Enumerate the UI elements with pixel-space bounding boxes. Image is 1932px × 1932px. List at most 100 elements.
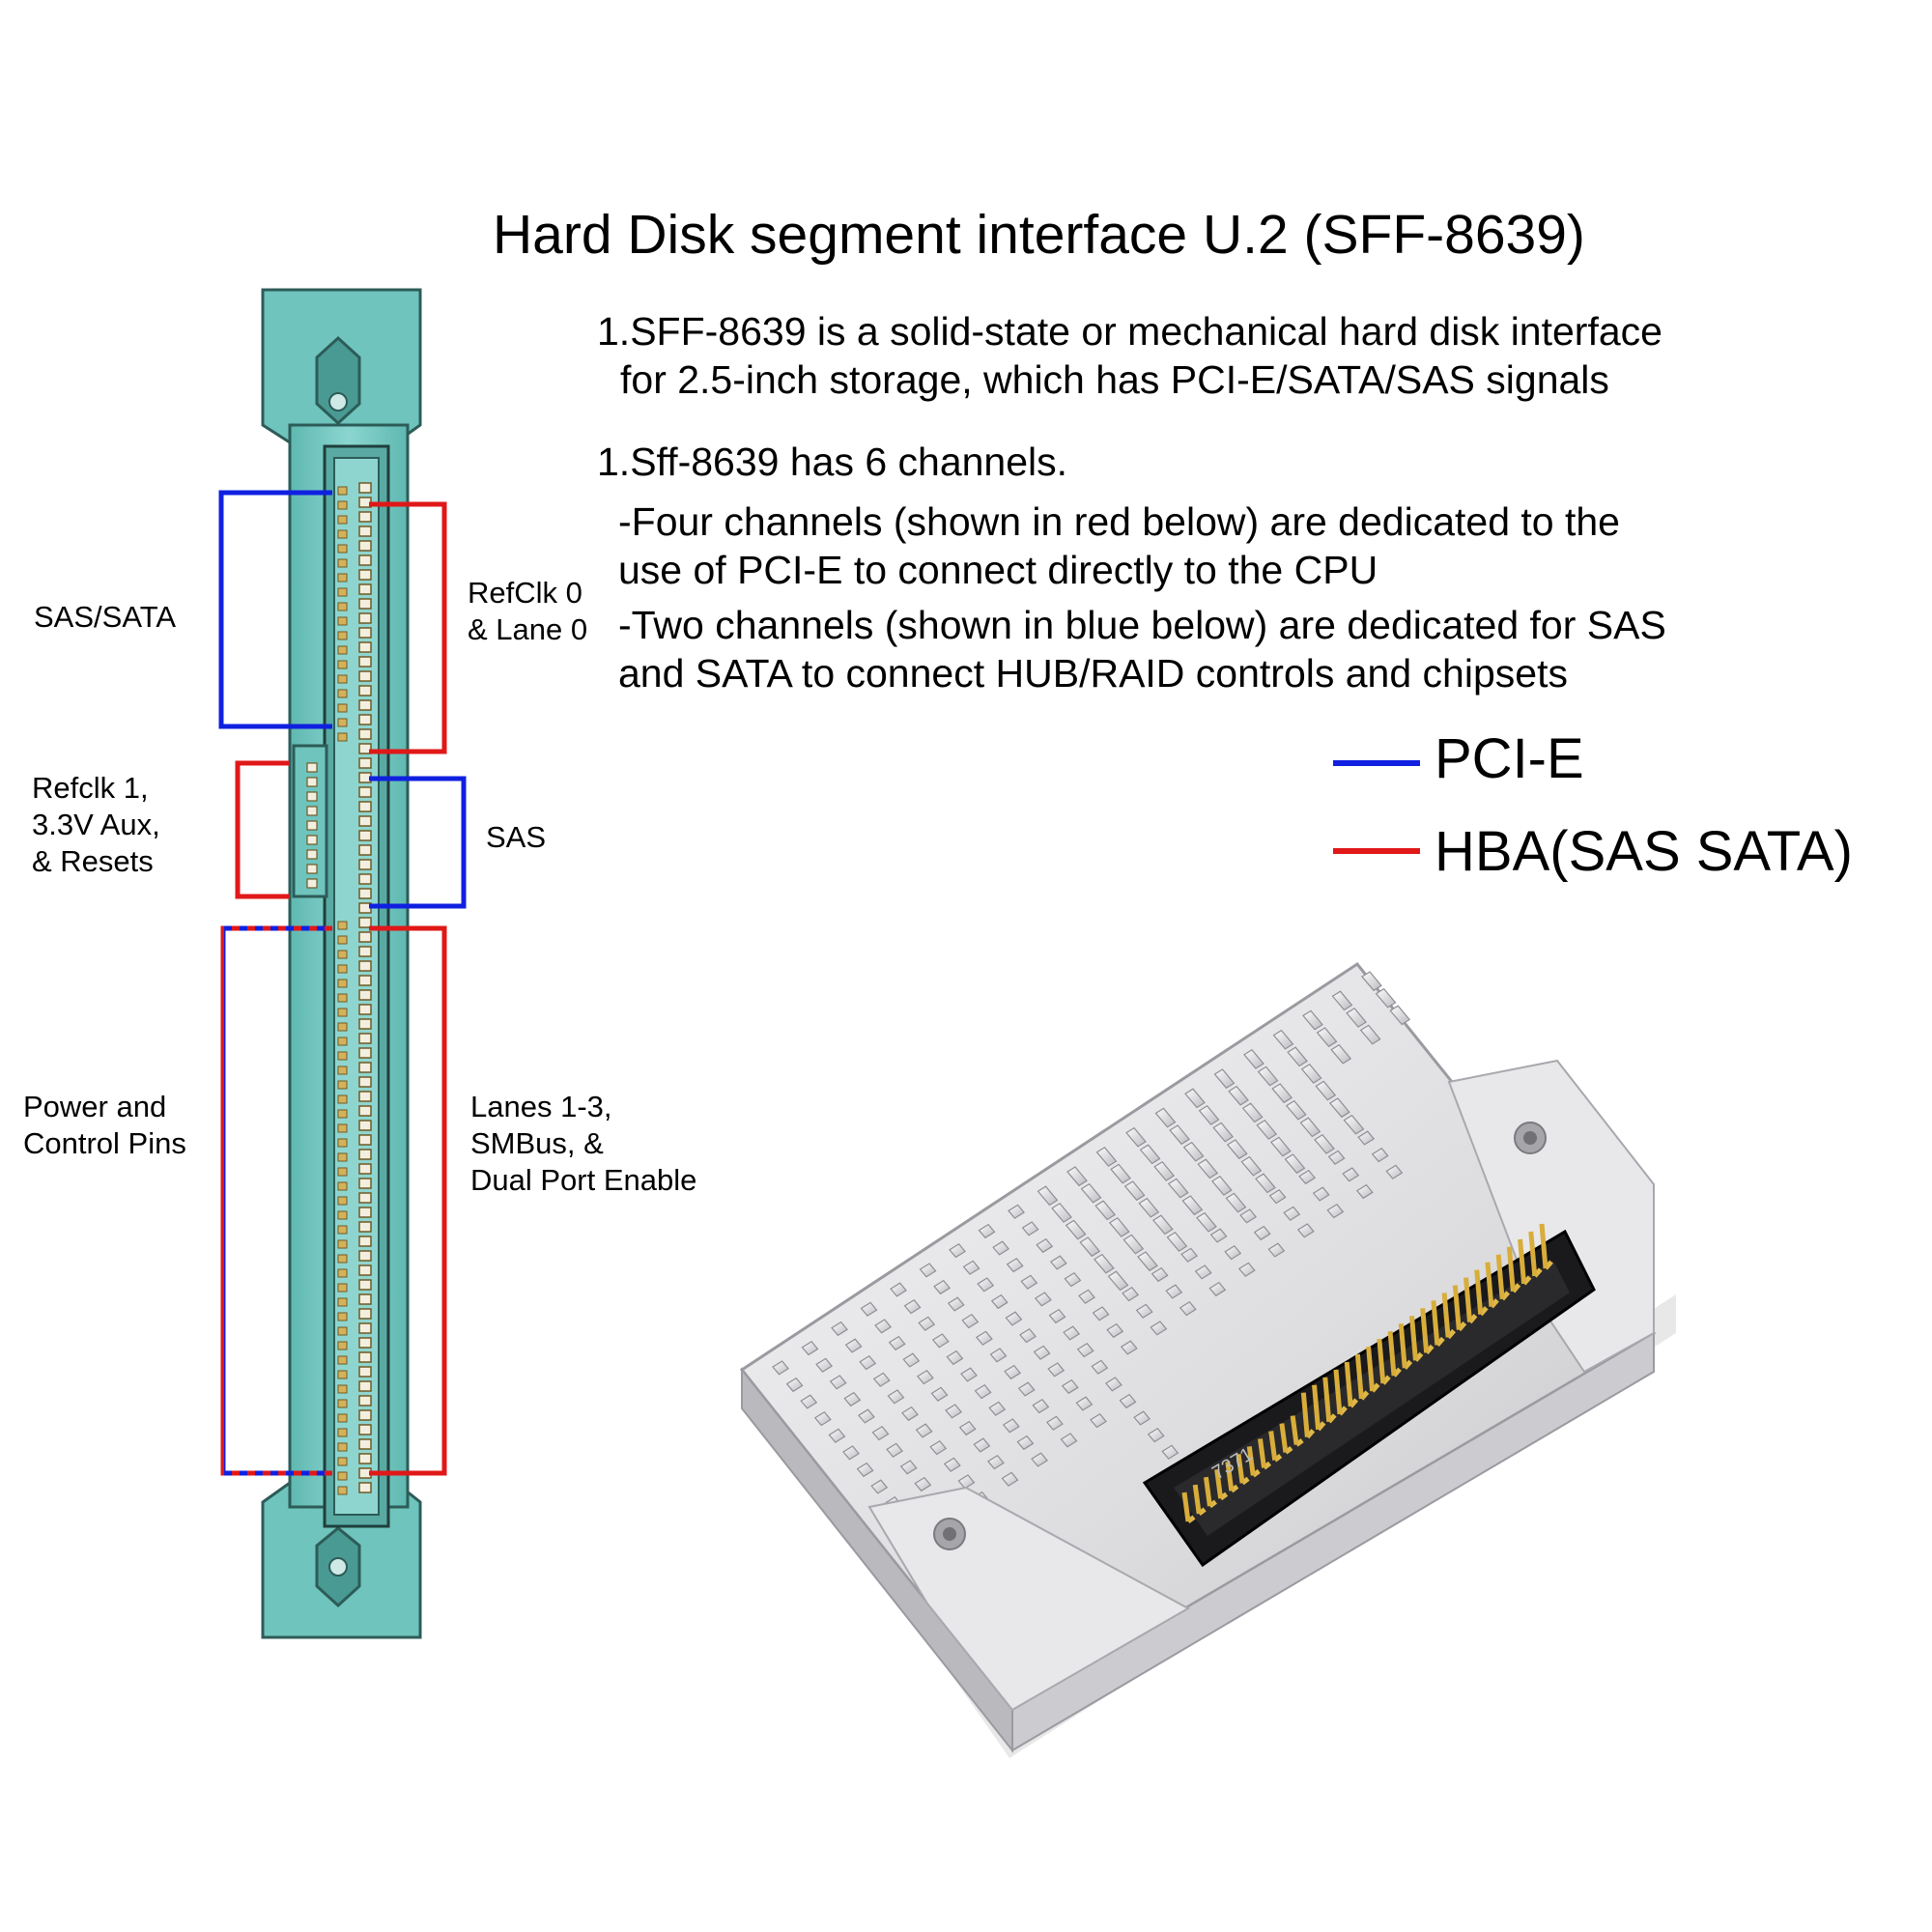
pin-right [358,844,372,856]
drive-pin-contact [1181,1492,1191,1522]
label-power-control-pins: Power and Control Pins [23,1090,186,1160]
heatsink-fin [888,1335,906,1351]
heatsink-fin [1181,1195,1204,1216]
pin-right [358,786,372,798]
heatsink-fin [886,1442,904,1458]
heatsink-fin [1063,1325,1081,1341]
pin-left [337,1413,348,1423]
heatsink-fin [1033,1345,1051,1360]
pin-right [358,583,372,595]
drive-pin-contact [1506,1246,1516,1293]
bracket-sas [369,776,467,909]
pin-key [306,878,318,889]
heatsink-fin [1361,971,1382,992]
heatsink-fin [1123,1180,1146,1202]
heatsink-fin [1197,1158,1219,1179]
pin-right [358,1322,372,1334]
heatsink-fin [1036,1237,1054,1254]
pin-right [358,1293,372,1305]
heatsink-fin [1355,1183,1374,1200]
pin-key [306,762,318,773]
drive-pin-contact [1377,1338,1386,1384]
drive-pin-contact [1463,1277,1473,1322]
description-red-channels: -Four channels (shown in red below) are … [618,497,1620,594]
label-refclk0-lane0: RefClk 0 & Lane 0 [468,576,588,646]
pin-key [306,864,318,874]
heatsink-fin [1208,1281,1227,1297]
drive-pin-contact [1258,1438,1266,1468]
pin-left [337,964,348,974]
pin-right [358,1366,372,1378]
heatsink-fin [1371,1148,1389,1163]
heatsink-fin [890,1282,907,1297]
drive-connector-pins [1181,1223,1553,1523]
pin-right [358,960,372,972]
pin-left [337,1399,348,1408]
pin-left [337,1181,348,1191]
heatsink-fin [874,1319,893,1334]
heatsink-fin [857,1408,875,1424]
heatsink-fin [1075,1396,1094,1411]
heatsink-fin [1133,1410,1151,1426]
pin-right [358,1134,372,1146]
pin-right [358,641,372,653]
pin-right [358,526,372,537]
pin-left [337,500,348,510]
pin-right [358,1264,372,1276]
pin-right [358,1409,372,1421]
description-blue-channels: -Two channels (shown in blue below) are … [618,601,1666,697]
u2-drive-illustration: 7371 [739,961,1676,1758]
heatsink-fin [1153,1161,1176,1181]
heatsink-fin [1137,1251,1158,1272]
drive-pin-contact [1246,1446,1256,1476]
bracket-refclk1 [235,760,290,899]
drive-pin-contact [1420,1308,1430,1353]
heatsink-fin [1212,1122,1235,1143]
drive-pin-contact [1495,1254,1505,1299]
heatsink-fin [1328,1097,1350,1119]
pin-right [358,859,372,870]
pin-right [358,612,372,624]
pin-left [337,1355,348,1365]
heatsink-fin [1314,1134,1335,1154]
heatsink-fin [1180,1247,1199,1263]
pin-left [337,544,348,554]
pin-right [358,1207,372,1218]
heatsink-fin [1008,1204,1025,1219]
drive-pin-contact [1236,1453,1245,1484]
heatsink-fin [1004,1364,1022,1380]
pin-left [337,1326,348,1336]
heatsink-fin [1179,1301,1197,1317]
pin-right [358,873,372,885]
drive-pin-contact [1225,1461,1235,1492]
heatsink-fin [1243,1049,1264,1069]
pin-right [358,554,372,566]
heatsink-fin [1237,1262,1256,1277]
pin-right [358,1033,372,1044]
heatsink-fin [918,1316,936,1331]
pin-right [358,1221,372,1233]
pin-left [337,529,348,539]
heatsink-fin [1298,1169,1317,1185]
heatsink-fin [1066,1166,1088,1187]
heatsink-fin [772,1360,789,1376]
pin-right [358,540,372,552]
pin-key [306,849,318,860]
heatsink-fin [1110,1163,1131,1184]
page-title: Hard Disk segment interface U.2 (SFF-863… [493,204,1585,266]
heatsink-fin [1331,990,1353,1011]
pin-left [337,1428,348,1437]
heatsink-fin [945,1404,963,1419]
heatsink-fin [1006,1258,1024,1273]
heatsink-fin [916,1370,934,1385]
heatsink-fin [1299,1117,1321,1138]
pin-left [337,645,348,655]
pin-right [358,830,372,841]
heatsink-fin [1389,1005,1411,1026]
heatsink-fin [1047,1362,1065,1378]
pin-right [358,1047,372,1059]
heatsink-fin [1108,1217,1130,1237]
heatsink-fin [1182,1141,1205,1162]
heatsink-fin [843,1391,862,1407]
pin-left [337,1384,348,1394]
